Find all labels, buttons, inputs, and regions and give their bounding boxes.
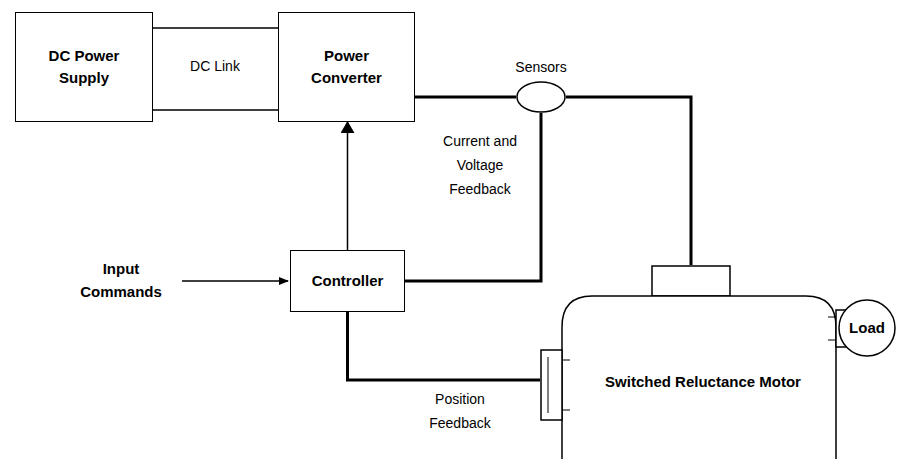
node-label: Load — [849, 317, 885, 339]
connector — [405, 113, 541, 281]
connector — [347, 122, 349, 250]
sensor-ellipse-outline — [516, 81, 566, 113]
node-label: Sensors — [515, 57, 566, 77]
converter-box: Power Converter — [278, 12, 415, 122]
controller-box: Controller — [290, 250, 405, 312]
connector-label: Position Feedback — [410, 388, 510, 436]
input-command-arrow — [182, 280, 288, 281]
connector — [566, 97, 691, 265]
motor-body: Switched Reluctance Motor — [540, 265, 852, 459]
connector-label: Current and Voltage Feedback — [430, 130, 530, 201]
connector — [348, 312, 541, 380]
connector-label: DC Link — [162, 55, 268, 79]
sensor-ellipse: Sensors — [516, 81, 566, 113]
node-label: Switched Reluctance Motor — [605, 371, 801, 393]
motor-body-outline — [540, 265, 852, 459]
input-label: Input Commands — [62, 258, 180, 303]
node-label: DC Power Supply — [34, 45, 134, 89]
node-label: Power Converter — [297, 45, 397, 89]
power-supply-box: DC Power Supply — [15, 12, 153, 122]
connector — [415, 96, 516, 99]
connector — [153, 28, 278, 110]
load-circle: Load — [838, 299, 896, 357]
node-label: Controller — [312, 270, 384, 292]
